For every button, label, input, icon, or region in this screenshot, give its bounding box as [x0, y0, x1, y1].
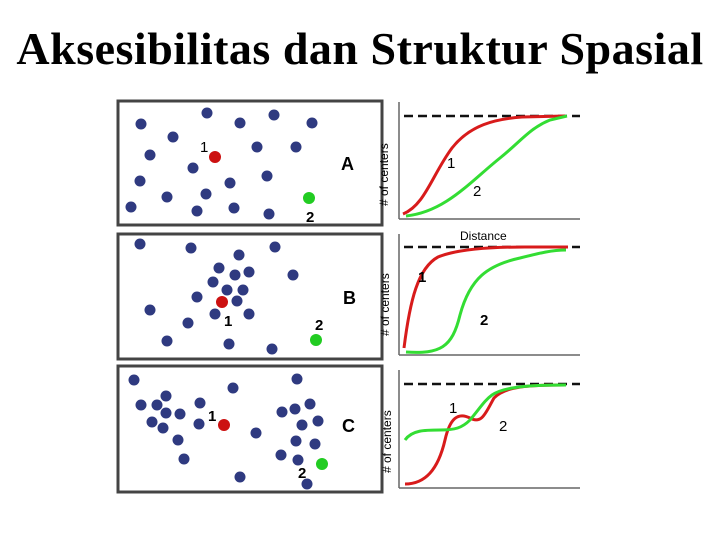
panel-b-center-2-label: 2	[315, 317, 323, 334]
panel-a-center-1-label: 1	[200, 139, 208, 156]
panel-a: 1 2 A 1 2 # of centers Distance	[116, 99, 580, 243]
panel-b-label: B	[343, 288, 356, 308]
panel-c-center-2-label: 2	[298, 465, 306, 482]
panel-c-curve-1-label: 1	[449, 400, 457, 417]
panel-a-x-axis-label: Distance	[460, 229, 507, 243]
panel-c-y-axis-label: # of centers	[380, 410, 394, 473]
panel-c-dots	[128, 373, 324, 490]
panel-c-label: C	[342, 416, 355, 436]
panel-a-center-1	[209, 151, 221, 163]
panel-c-center-1-label: 1	[208, 408, 216, 425]
panel-b-center-2	[310, 334, 322, 346]
panel-a-curve-2-label: 2	[473, 183, 481, 200]
panel-b-map-frame	[116, 232, 384, 361]
panel-c-center-1	[218, 419, 230, 431]
panel-a-dots	[125, 107, 318, 220]
panel-c-curve-2-label: 2	[499, 418, 507, 435]
panel-b-center-1	[216, 296, 228, 308]
panel-a-y-axis-label: # of centers	[377, 143, 391, 206]
panel-a-center-2-label: 2	[306, 209, 314, 226]
panel-b-curve-1	[402, 245, 568, 349]
panel-b-center-1-label: 1	[224, 313, 232, 330]
panel-b: 1 2 B 1 2 # of centers	[116, 232, 580, 361]
panel-c: 1 2 C 1 2 # of centers	[116, 364, 580, 494]
panel-a-curve-1	[402, 114, 566, 216]
panel-b-curve-2	[405, 248, 567, 354]
panel-a-curve-1-label: 1	[447, 155, 455, 172]
panel-a-center-2	[303, 192, 315, 204]
panel-c-center-2	[316, 458, 328, 470]
panel-b-dots	[134, 238, 299, 355]
panel-c-curve-2	[403, 383, 567, 441]
panel-b-curve-2-label: 2	[480, 312, 488, 329]
panel-a-curve-2	[405, 114, 568, 218]
panel-b-y-axis-label: # of centers	[378, 273, 392, 336]
panel-a-map-frame	[116, 99, 384, 227]
panel-a-label: A	[341, 154, 354, 174]
panel-b-curve-1-label: 1	[418, 269, 426, 286]
slide-title: Aksesibilitas dan Struktur Spasial	[16, 23, 704, 74]
